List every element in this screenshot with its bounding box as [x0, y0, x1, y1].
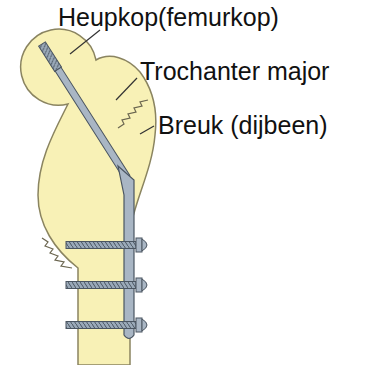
fracture-line — [118, 100, 148, 128]
part-label: Heupkop(femurkop) — [58, 4, 279, 32]
leader-line — [116, 78, 137, 100]
leader-line — [70, 30, 100, 54]
side-plate — [118, 166, 134, 339]
lag-screw — [39, 42, 131, 180]
part-label: Breuk (dijbeen) — [158, 112, 328, 140]
cortical-screws — [66, 238, 147, 332]
bone-screw — [66, 278, 147, 292]
bone-screw — [66, 238, 147, 252]
femur-bone — [21, 29, 156, 365]
bone-screw — [66, 318, 147, 332]
part-label: Trochanter major — [140, 58, 329, 86]
leader-line — [140, 126, 154, 134]
